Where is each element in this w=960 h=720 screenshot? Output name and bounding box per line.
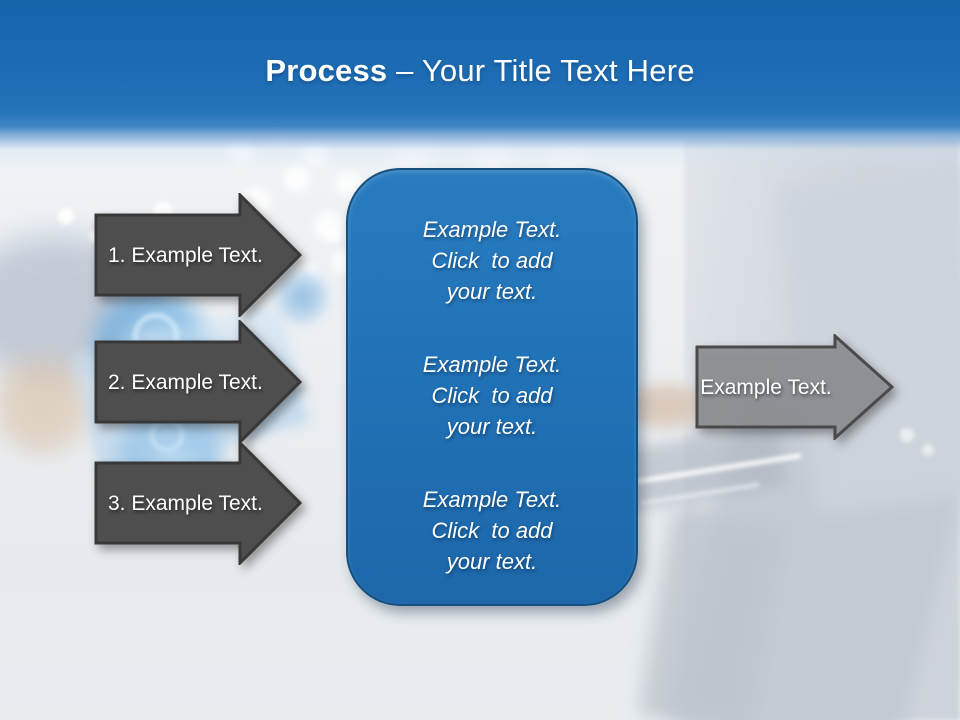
title-bar: Process – Your Title Text Here	[0, 0, 960, 170]
bokeh-dot	[922, 444, 934, 456]
bokeh-dot	[900, 428, 914, 442]
slide-title-rest: – Your Title Text Here	[387, 53, 695, 88]
panel-text-block-1: Example Text. Click to add your text.	[422, 217, 562, 304]
output-arrow-label: Example Text.	[700, 375, 832, 399]
step-arrow-1: 1. Example Text.	[94, 193, 304, 317]
process-description-panel: Example Text. Click to add your text. Ex…	[346, 168, 638, 606]
bokeh-dot	[58, 208, 74, 224]
step-arrow-2-label: 2. Example Text.	[108, 370, 263, 394]
laptop-edge-highlight	[612, 453, 802, 488]
hand-blob	[626, 384, 706, 428]
step-arrow-2: 2. Example Text.	[94, 320, 304, 444]
trouser-shape	[637, 506, 788, 720]
panel-text-block-2: Example Text. Click to add your text.	[422, 352, 562, 439]
step-arrow-3-label: 3. Example Text.	[108, 491, 263, 515]
laptop-edge-highlight	[640, 482, 760, 506]
suit-shape	[663, 396, 960, 720]
slide-title-keyword: Process	[265, 53, 388, 88]
output-arrow: Example Text.	[695, 334, 895, 440]
slide-title: Process – Your Title Text Here	[265, 0, 694, 88]
bokeh-dot	[326, 228, 340, 242]
step-arrow-1-label: 1. Example Text.	[108, 243, 263, 267]
icon-bubble	[314, 212, 342, 240]
step-arrow-3: 3. Example Text.	[94, 441, 304, 565]
panel-text-block-3: Example Text. Click to add your text.	[422, 487, 562, 574]
bg-tan-blob	[0, 358, 90, 453]
